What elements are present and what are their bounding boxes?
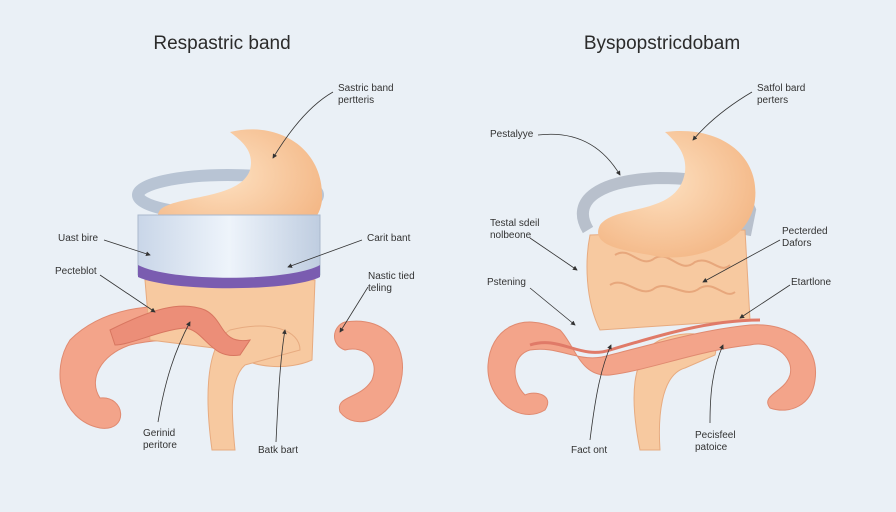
label-right-left1: Pestalyye xyxy=(490,129,534,140)
label-left1: Uast bire xyxy=(58,233,99,244)
right-stomach xyxy=(598,130,756,258)
label-right1: Carit bant xyxy=(367,233,411,244)
left-band-rim xyxy=(138,265,320,289)
left-diagram xyxy=(59,129,404,451)
right-colon xyxy=(487,321,817,415)
label-bottom-right: Batk bart xyxy=(258,445,299,456)
label-left2: Pecteblot xyxy=(55,266,97,277)
label-right-bottom-left: Fact ont xyxy=(571,445,608,456)
label-right-right2: Etartlone xyxy=(791,277,832,288)
left-colon-right xyxy=(334,320,404,423)
left-panel-title: Respastric band xyxy=(153,33,291,54)
right-diagram xyxy=(487,130,817,451)
label-right-left3: Pstening xyxy=(487,277,526,288)
left-red-tube xyxy=(109,305,252,356)
right-intestine xyxy=(586,229,751,331)
right-panel-title: Byspopstricdobam xyxy=(583,33,741,54)
